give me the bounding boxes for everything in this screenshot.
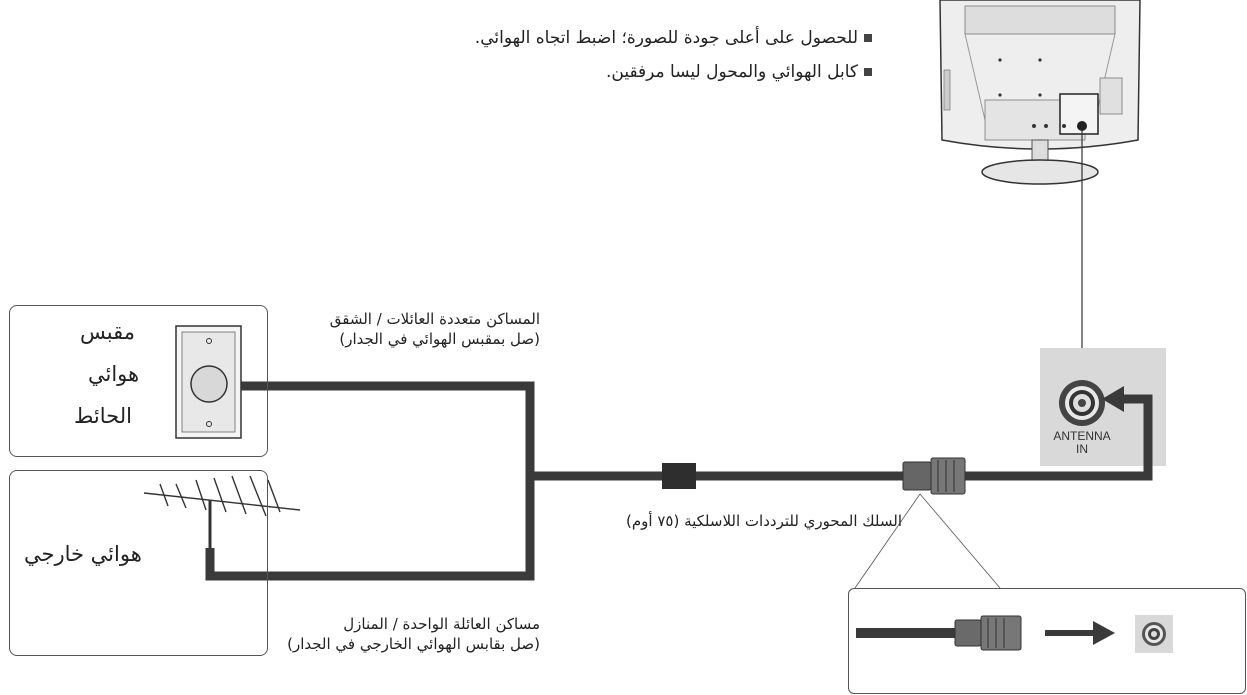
wall-socket-label-2: هوائي	[88, 362, 140, 386]
callout-jack	[1135, 615, 1173, 653]
connector-callout-box	[848, 588, 1246, 694]
f-connector	[902, 457, 966, 495]
cable-ferrite	[662, 463, 696, 489]
callout-cable	[856, 628, 956, 638]
note-1-text: للحصول على أعلى جودة للصورة؛ اضبط اتجاه …	[474, 28, 858, 48]
note-2: كابل الهوائي والمحول ليسا مرفقين.	[606, 62, 872, 82]
coax-cable-branch	[205, 476, 535, 581]
bullet-icon	[864, 68, 872, 76]
antenna-in-jack	[1059, 380, 1105, 426]
callout-arrow-head	[1093, 621, 1115, 645]
outdoor-antenna-illustration	[143, 475, 301, 548]
apartments-caption-line2: (صل بمقبس الهوائي في الجدار)	[339, 330, 540, 348]
tv-back-illustration	[939, 0, 1141, 185]
note-2-text: كابل الهوائي والمحول ليسا مرفقين.	[605, 62, 858, 82]
wall-socket-box	[9, 305, 268, 457]
antenna-in-label-line1: ANTENNA	[1053, 429, 1111, 443]
antenna-in-label: ANTENNA IN	[1044, 430, 1120, 456]
wall-socket-illustration	[175, 325, 242, 439]
callout-connector	[954, 615, 1022, 651]
apartments-caption-line1: المساكن متعددة العائلات / الشقق	[329, 310, 540, 328]
outdoor-antenna-label: هوائي خارجي	[24, 542, 142, 566]
coax-cable-main	[212, 381, 905, 481]
antenna-in-label-line2: IN	[1076, 442, 1088, 456]
jack-cable	[965, 394, 1153, 481]
jack-arrow	[1102, 386, 1124, 412]
outdoor-antenna-box	[9, 470, 268, 656]
bullet-icon	[864, 34, 872, 42]
note-1: للحصول على أعلى جودة للصورة؛ اضبط اتجاه …	[475, 28, 872, 48]
wall-socket-label-3: الحائط	[74, 404, 132, 428]
wall-socket-label-1: مقبس	[80, 320, 135, 344]
coax-cable-caption: السلك المحوري للترددات اللاسلكية (٧٥ أوم…	[626, 512, 902, 530]
houses-caption-line1: مساكن العائلة الواحدة / المنازل	[343, 615, 540, 633]
houses-caption-line2: (صل بقابس الهوائي الخارجي في الجدار)	[287, 635, 540, 653]
